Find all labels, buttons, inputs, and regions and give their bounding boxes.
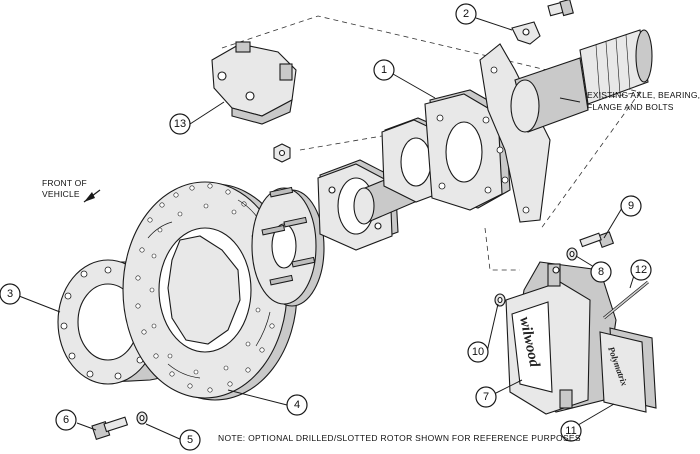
callout-1: 1	[373, 59, 395, 81]
callout-6: 6	[55, 409, 77, 431]
svg-text:12: 12	[635, 264, 647, 276]
caliper-bolt	[579, 231, 615, 248]
svg-text:10: 10	[472, 346, 484, 358]
callout-8: 8	[590, 261, 612, 283]
svg-text:7: 7	[483, 391, 489, 403]
callout-4: 4	[286, 394, 308, 416]
svg-text:2: 2	[463, 8, 469, 20]
svg-text:5: 5	[187, 434, 193, 446]
axle-flange-bracket	[479, 43, 551, 223]
svg-text:9: 9	[628, 200, 634, 212]
mounting-bolt	[91, 416, 129, 441]
leader-lines	[18, 17, 638, 441]
caliper-washer	[566, 247, 578, 261]
callout-11: 11	[560, 420, 582, 442]
brake-pad: Polymatrix	[599, 327, 657, 413]
caliper-shim-washer	[494, 293, 506, 307]
callout-10: 10	[467, 341, 489, 363]
callout-2: 2	[455, 3, 477, 25]
callout-9: 9	[620, 195, 642, 217]
axle-label-line2: FLANGE AND BOLTS	[587, 102, 674, 112]
svg-text:8: 8	[598, 266, 604, 278]
svg-text:1: 1	[381, 64, 387, 76]
front-label-line2: VEHICLE	[42, 189, 80, 199]
axle-label-line1: EXISTING AXLE, BEARING,	[587, 90, 700, 100]
retainer-clip	[511, 21, 541, 45]
existing-axle	[510, 29, 653, 133]
parking-brake-caliper	[211, 41, 297, 125]
front-label-line1: FRONT OF	[42, 178, 87, 188]
callout-5: 5	[179, 429, 201, 451]
nut	[273, 143, 291, 163]
wheel-studs	[261, 186, 316, 286]
callout-12: 12	[630, 259, 652, 281]
svg-text:4: 4	[294, 399, 300, 411]
pad-retaining-pin	[603, 280, 649, 320]
washer	[136, 411, 148, 425]
hub-with-studs	[251, 186, 325, 307]
callout-7: 7	[475, 386, 497, 408]
svg-text:11: 11	[565, 425, 576, 437]
front-of-vehicle-arrow	[83, 189, 101, 203]
callout-3: 3	[0, 283, 21, 305]
reference-note: NOTE: OPTIONAL DRILLED/SLOTTED ROTOR SHO…	[218, 433, 581, 443]
retainer-bolt	[547, 0, 574, 17]
callout-13: 13	[169, 113, 191, 135]
svg-text:13: 13	[174, 118, 186, 130]
brake-caliper: wilwood	[505, 261, 617, 415]
svg-text:6: 6	[63, 414, 69, 426]
adapter-flange	[424, 89, 511, 211]
svg-text:3: 3	[7, 288, 13, 300]
